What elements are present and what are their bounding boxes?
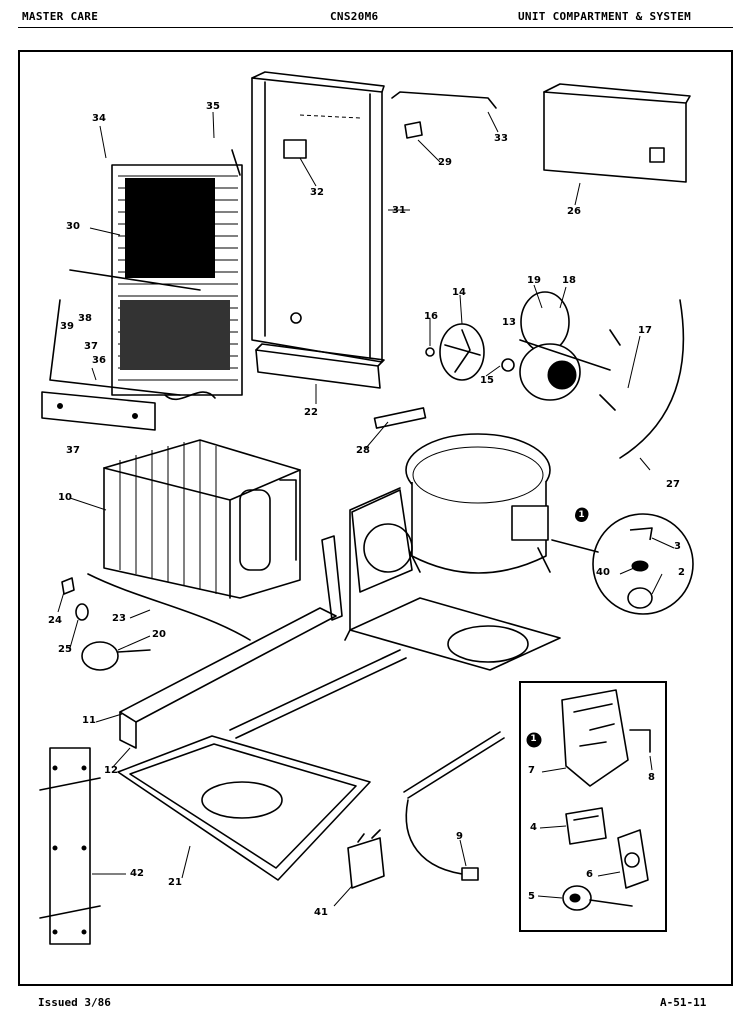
kick-panel (39, 747, 101, 945)
clip (404, 121, 423, 139)
callout-24: 24 (48, 615, 62, 626)
callout-38: 38 (78, 313, 92, 324)
rear-panel (251, 71, 385, 363)
callout-29: 29 (438, 157, 452, 168)
callout-3: 3 (674, 541, 681, 552)
cross-tube (229, 649, 407, 739)
callout-34: 34 (92, 113, 106, 124)
compressor-base (344, 487, 561, 671)
terminal-detail (551, 513, 694, 615)
callout-12: 12 (104, 765, 118, 776)
tubing (391, 91, 497, 109)
header-section-title: UNIT COMPARTMENT & SYSTEM (518, 10, 692, 23)
callout-30: 30 (66, 221, 80, 232)
rail (119, 535, 343, 749)
callout-41: 41 (314, 907, 328, 918)
condensate-tube (619, 299, 685, 459)
bracket-37 (41, 391, 156, 431)
callout-25: 25 (58, 644, 72, 655)
callout-22: 22 (304, 407, 318, 418)
callout-27: 27 (666, 479, 680, 490)
callout-36: 36 (92, 355, 106, 366)
fan-motor-assembly (519, 291, 621, 411)
callout-18: 18 (562, 275, 576, 286)
callout-37-upper: 37 (84, 341, 98, 352)
callout-4: 4 (530, 822, 537, 833)
callout-2: 2 (678, 567, 685, 578)
compressor (405, 433, 589, 574)
condenser (103, 439, 301, 599)
callout-9: 9 (456, 831, 463, 842)
callout-7: 7 (528, 765, 535, 776)
callout-37-lower: 37 (66, 445, 80, 456)
callout-42: 42 (130, 868, 144, 879)
header-model-number: CNS20M6 (330, 10, 379, 23)
callout-26: 26 (567, 206, 581, 217)
clamp (61, 577, 75, 595)
callout-20: 20 (152, 629, 166, 640)
header-brand: MASTER CARE (22, 10, 99, 23)
callout-31: 31 (392, 205, 406, 216)
capacitor (347, 829, 385, 889)
circled-1-inset: 1 (527, 733, 540, 746)
power-cord (405, 799, 471, 876)
callout-23: 23 (112, 613, 126, 624)
callout-13: 13 (502, 317, 516, 328)
callout-15: 15 (480, 375, 494, 386)
callout-21: 21 (168, 877, 182, 888)
callout-40: 40 (596, 567, 610, 578)
circled-1-compressor: 1 (575, 509, 588, 522)
drain-pan (255, 343, 385, 389)
footer-page-code: A-51-11 (660, 996, 707, 1009)
cord-plug (461, 867, 479, 881)
callout-39: 39 (60, 321, 74, 332)
callout-8: 8 (648, 772, 655, 783)
callout-28: 28 (356, 445, 370, 456)
callout-33: 33 (494, 133, 508, 144)
callout-16: 16 (424, 311, 438, 322)
footer-issue-date: Issued 3/86 (38, 996, 111, 1009)
control-box (543, 83, 691, 183)
callout-32: 32 (310, 187, 324, 198)
defrost-timer (81, 641, 151, 671)
callout-6: 6 (586, 869, 593, 880)
callout-17: 17 (638, 325, 652, 336)
header-rule (18, 27, 733, 28)
callout-19: 19 (527, 275, 541, 286)
callout-11: 11 (82, 715, 96, 726)
diagram-frame (18, 50, 733, 986)
condenser-coil (49, 149, 243, 401)
defrost-drain-pan (117, 735, 371, 881)
hose (87, 573, 251, 641)
callout-5: 5 (528, 891, 535, 902)
callout-10: 10 (58, 492, 72, 503)
grommet (75, 603, 89, 621)
callout-14: 14 (452, 287, 466, 298)
heater-tube (403, 731, 505, 799)
callout-35: 35 (206, 101, 220, 112)
